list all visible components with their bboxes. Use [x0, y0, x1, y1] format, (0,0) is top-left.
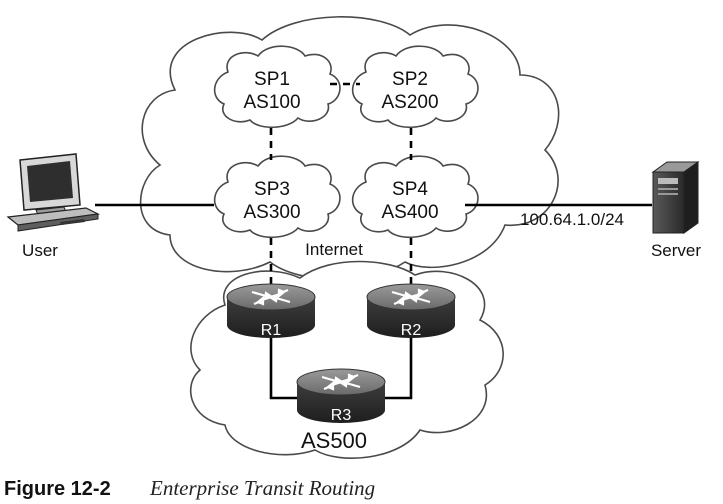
router-r3-label: R3 [331, 407, 352, 424]
server-icon[interactable] [651, 161, 700, 234]
sp2-cloud [351, 45, 479, 129]
internet-label: Internet [305, 240, 363, 259]
sp1-name: SP1 [254, 69, 290, 90]
sp3-name: SP3 [254, 179, 290, 200]
link-r2-r3 [380, 330, 413, 400]
sp2-as: AS200 [381, 92, 438, 113]
sp4-as: AS400 [381, 202, 438, 223]
figure-label: Figure 12-2 [4, 478, 111, 500]
figure-title: Enterprise Transit Routing [149, 476, 375, 500]
server-label: Server [651, 241, 701, 260]
as500-label: AS500 [301, 428, 367, 453]
user-computer-icon[interactable] [6, 153, 101, 232]
sp2-name: SP2 [392, 69, 428, 90]
sp1-cloud [213, 45, 341, 129]
sp4-name: SP4 [392, 179, 428, 200]
user-label: User [22, 241, 58, 260]
link-r1-r3 [269, 330, 302, 400]
router-r2-label: R2 [401, 322, 422, 339]
router-r3[interactable] [296, 368, 386, 423]
sp4-cloud [351, 155, 479, 239]
router-r2[interactable] [366, 283, 456, 338]
router-r1-label: R1 [261, 322, 282, 339]
sp1-as: AS100 [243, 92, 300, 113]
sp3-as: AS300 [243, 202, 300, 223]
router-r1[interactable] [226, 283, 316, 338]
prefix-label: 100.64.1.0/24 [520, 210, 624, 229]
